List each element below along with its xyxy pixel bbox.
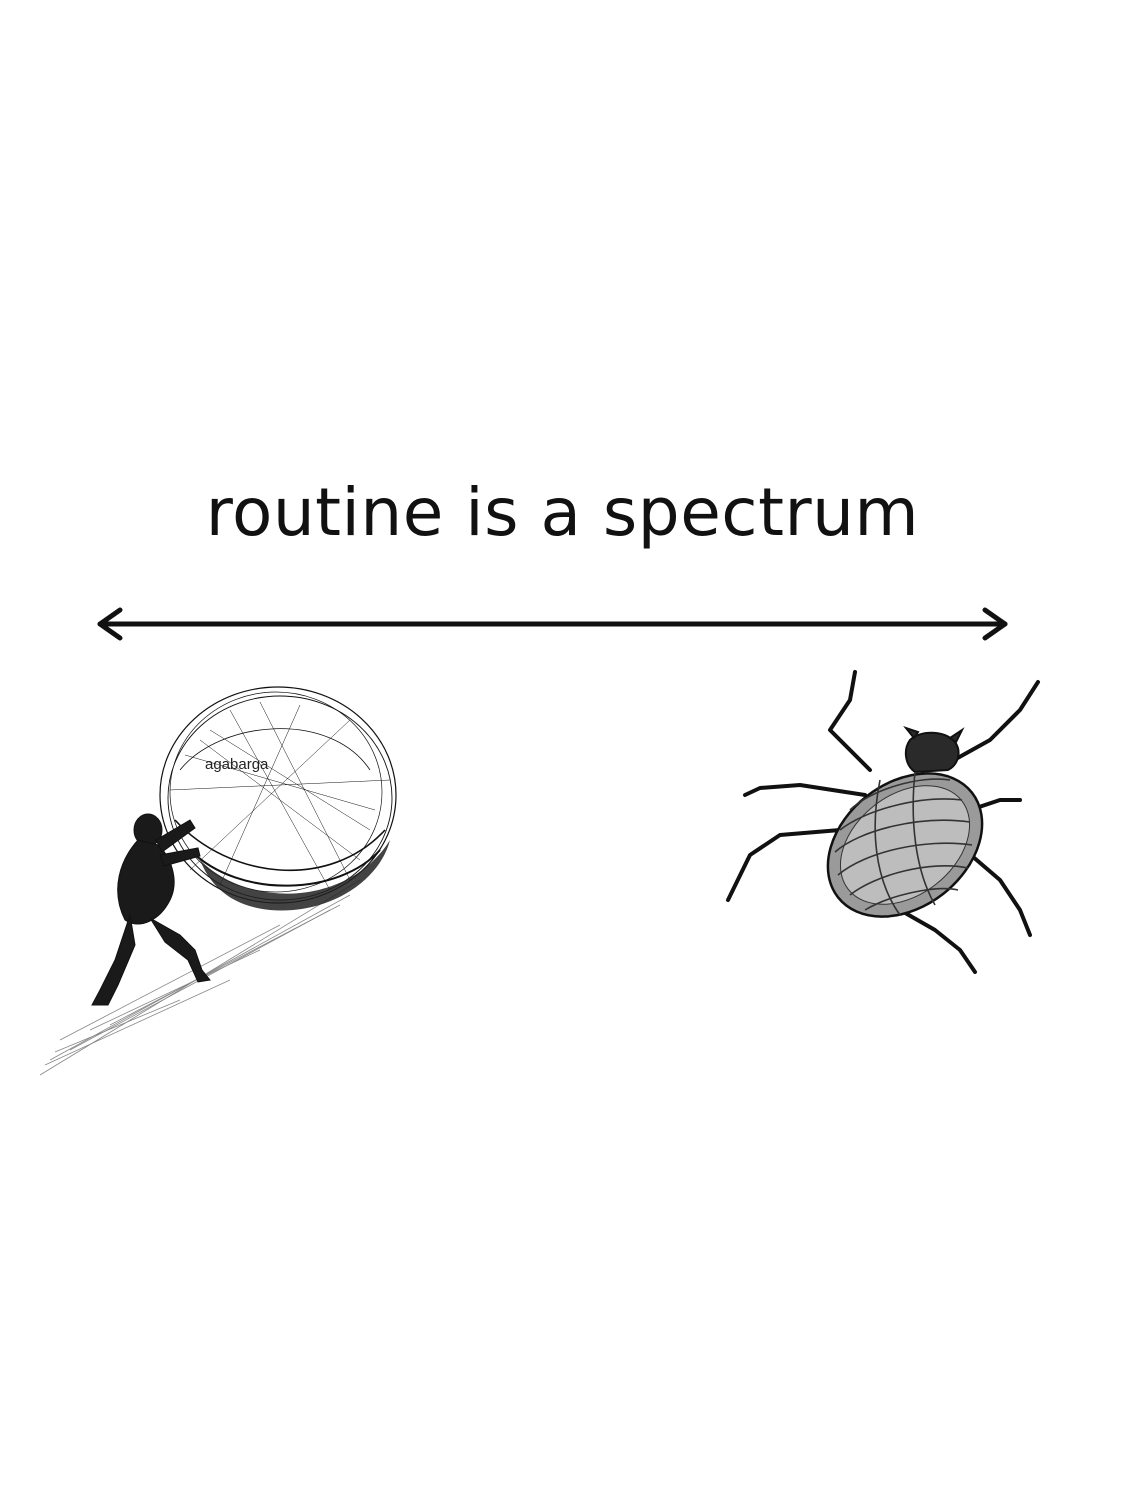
beetle-illustration	[726, 670, 1040, 974]
double-headed-arrow-icon	[97, 607, 1008, 641]
sisyphus-boulder-illustration	[39, 686, 397, 1076]
headline: routine is a spectrum	[205, 474, 920, 551]
boulder-label: agabarga	[205, 756, 269, 773]
